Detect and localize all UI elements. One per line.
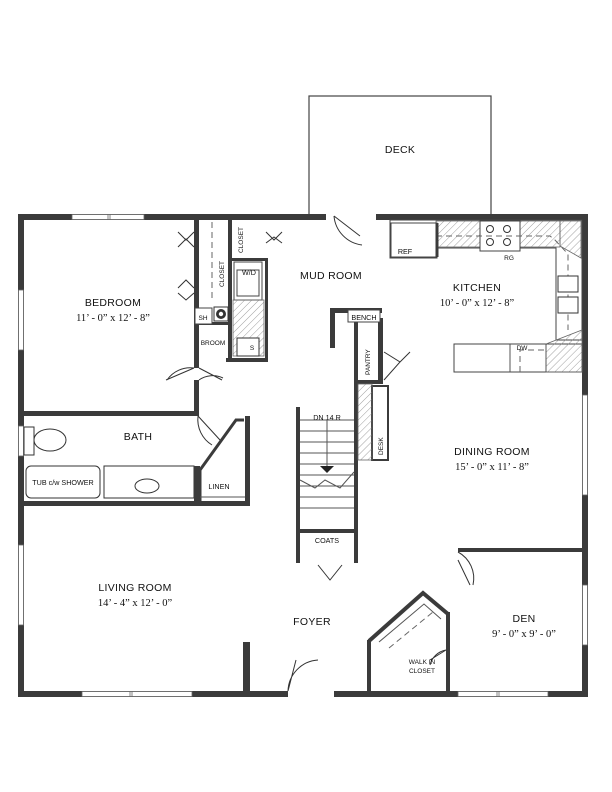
room-labels: DECK MUD ROOM KITCHEN 10’ - 0” x 12’ - 8… — [76, 144, 556, 640]
closet-side-label: CLOSET — [219, 261, 226, 287]
windows — [18, 213, 588, 698]
door-swings — [165, 215, 475, 692]
walk-in-closet-label-2: CLOSET — [409, 668, 435, 675]
kitchen-dims: 10’ - 0” x 12’ - 8” — [440, 298, 515, 309]
washer-dryer-label: W/D — [242, 268, 256, 277]
refrigerator-label: REF — [398, 247, 413, 256]
pantry-label: PANTRY — [365, 349, 372, 375]
closet-top-label: CLOSET — [238, 227, 245, 253]
stairs-label: DN 14 R — [313, 413, 341, 422]
dishwasher-label: DW — [517, 345, 529, 352]
living-wall-stub — [243, 642, 247, 692]
deck-label: DECK — [385, 144, 415, 156]
mud-room-label: MUD ROOM — [300, 270, 362, 282]
living-room-label: LIVING ROOM — [98, 582, 171, 594]
living-room-dims: 14’ - 4” x 12’ - 0” — [98, 598, 173, 609]
dining-room-dims: 15’ - 0” x 11’ - 8” — [455, 462, 529, 473]
walk-in-closet-walls — [367, 590, 450, 649]
dining-room-label: DINING ROOM — [454, 446, 530, 458]
bench-label: BENCH — [351, 313, 376, 322]
shower-label: SH — [198, 315, 207, 322]
bath-label: BATH — [124, 431, 152, 443]
foyer-label: FOYER — [293, 616, 331, 628]
broom-label: BROOM — [201, 340, 226, 347]
bath-fixtures — [23, 426, 200, 501]
laundry-area — [194, 222, 265, 357]
coats-label: COATS — [315, 536, 339, 545]
tub-label: TUB c/w SHOWER — [32, 478, 94, 487]
deck — [308, 95, 492, 217]
desk-label: DESK — [378, 437, 385, 455]
kitchen-counters — [389, 219, 583, 373]
bedroom-label: BEDROOM — [85, 297, 141, 309]
stairs — [299, 309, 389, 509]
den-label: DEN — [512, 613, 535, 625]
bedroom-closet-doors — [177, 231, 283, 301]
den-dims: 9’ - 0” x 9’ - 0” — [492, 629, 556, 640]
interior-walls — [24, 220, 586, 697]
fixture-labels: CLOSET CLOSET W/D SH BROOM S REF RG DW B… — [32, 227, 528, 675]
kitchen-label: KITCHEN — [453, 282, 501, 294]
linen-label: LINEN — [208, 482, 229, 491]
range-label: RG — [504, 255, 514, 262]
sink-label: S — [250, 345, 255, 352]
bedroom-dims: 11’ - 0” x 12’ - 8” — [76, 313, 150, 324]
walk-in-closet-label-1: WALK IN — [409, 659, 436, 666]
